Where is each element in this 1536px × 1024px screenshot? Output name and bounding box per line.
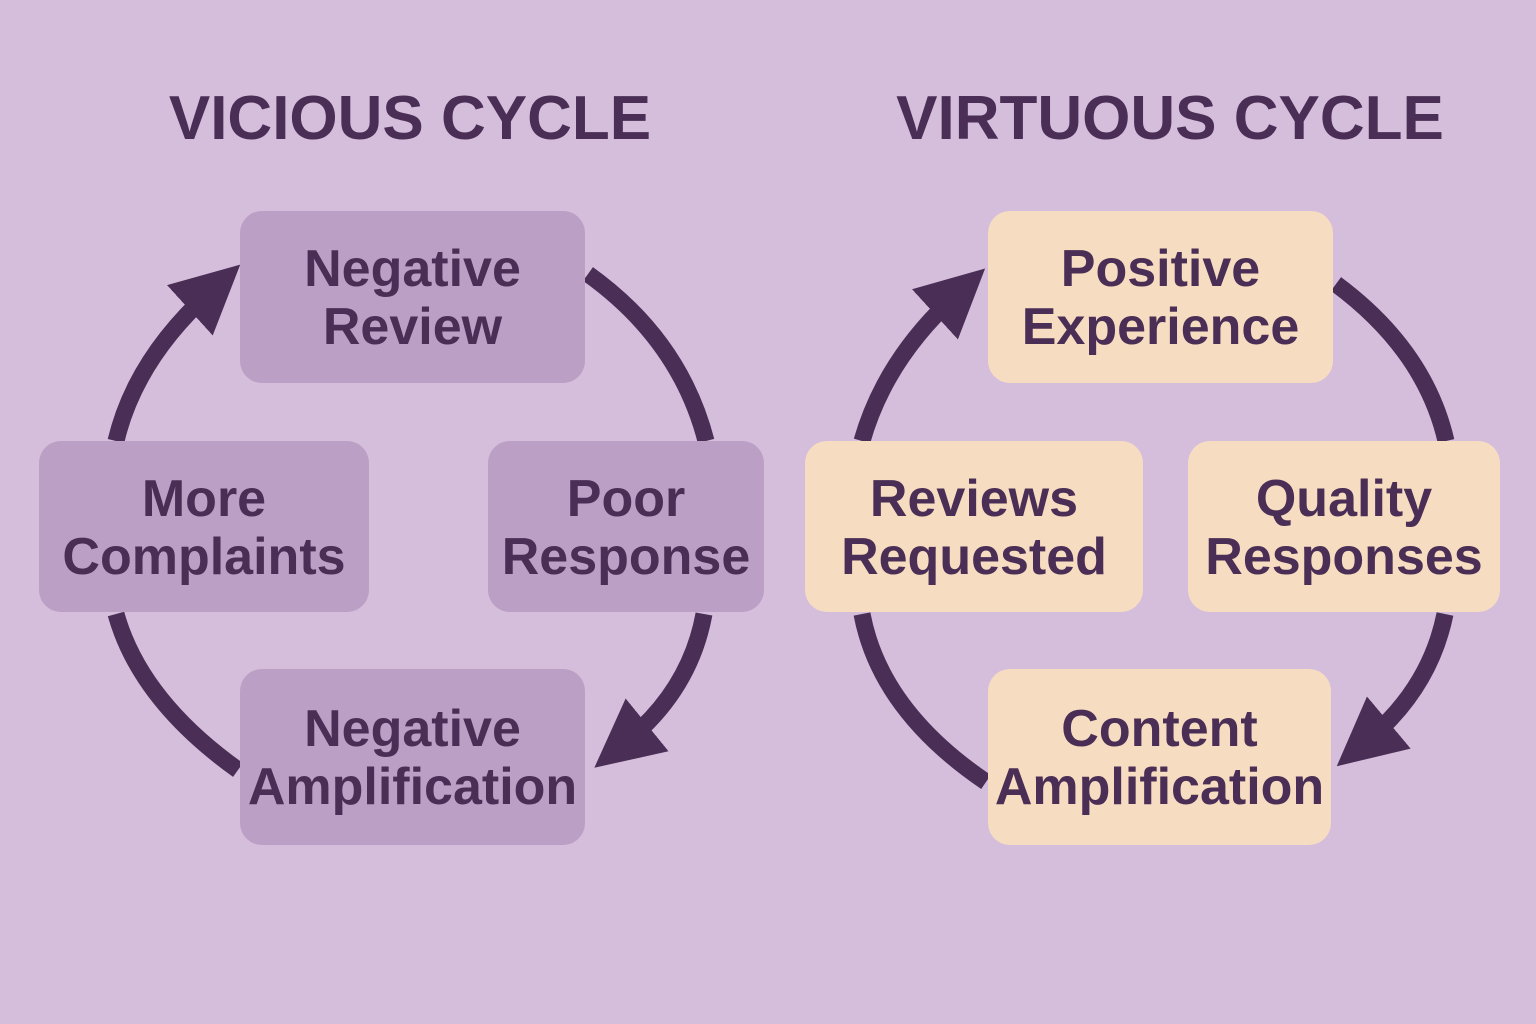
node-label-line1: Positive	[1060, 240, 1261, 298]
node-label-line1: Negative	[304, 700, 521, 758]
node-label-line2: Experience	[1021, 298, 1300, 356]
virtuous-arc-right-to-bottom	[1336, 612, 1454, 767]
vicious-arc-bottom-to-left	[107, 611, 243, 777]
node-label-line1: Quality	[1255, 469, 1433, 528]
node-label-line1: Reviews	[869, 469, 1079, 528]
virtuous-arc-bottom-to-left	[853, 612, 991, 790]
vicious-cycle-title: VICIOUS CYCLE	[168, 84, 652, 153]
node-label-line1: More	[141, 469, 267, 528]
node-label-line1: Negative	[304, 240, 521, 298]
virtuous-cycle-title: VIRTUOUS CYCLE	[896, 84, 1444, 153]
node-label-line2: Requested	[841, 527, 1107, 586]
node-label-line2: Complaints	[62, 527, 346, 586]
node-label-line2: Review	[322, 298, 503, 356]
node-label-line2: Amplification	[247, 758, 578, 816]
vicious-arc-right-to-bottom	[594, 612, 713, 768]
node-label-line2: Responses	[1205, 527, 1483, 586]
vicious-arc-top-to-right	[583, 267, 715, 444]
node-label-line1: Poor	[566, 469, 686, 528]
vicious-arc-left-to-top	[107, 264, 241, 443]
node-label-line2: Response	[501, 527, 751, 586]
node-label-line2: Amplification	[994, 758, 1325, 816]
node-label-line1: Content	[1061, 700, 1258, 758]
virtuous-arc-left-to-top	[853, 268, 986, 444]
virtuous-arc-top-to-right	[1330, 277, 1455, 443]
